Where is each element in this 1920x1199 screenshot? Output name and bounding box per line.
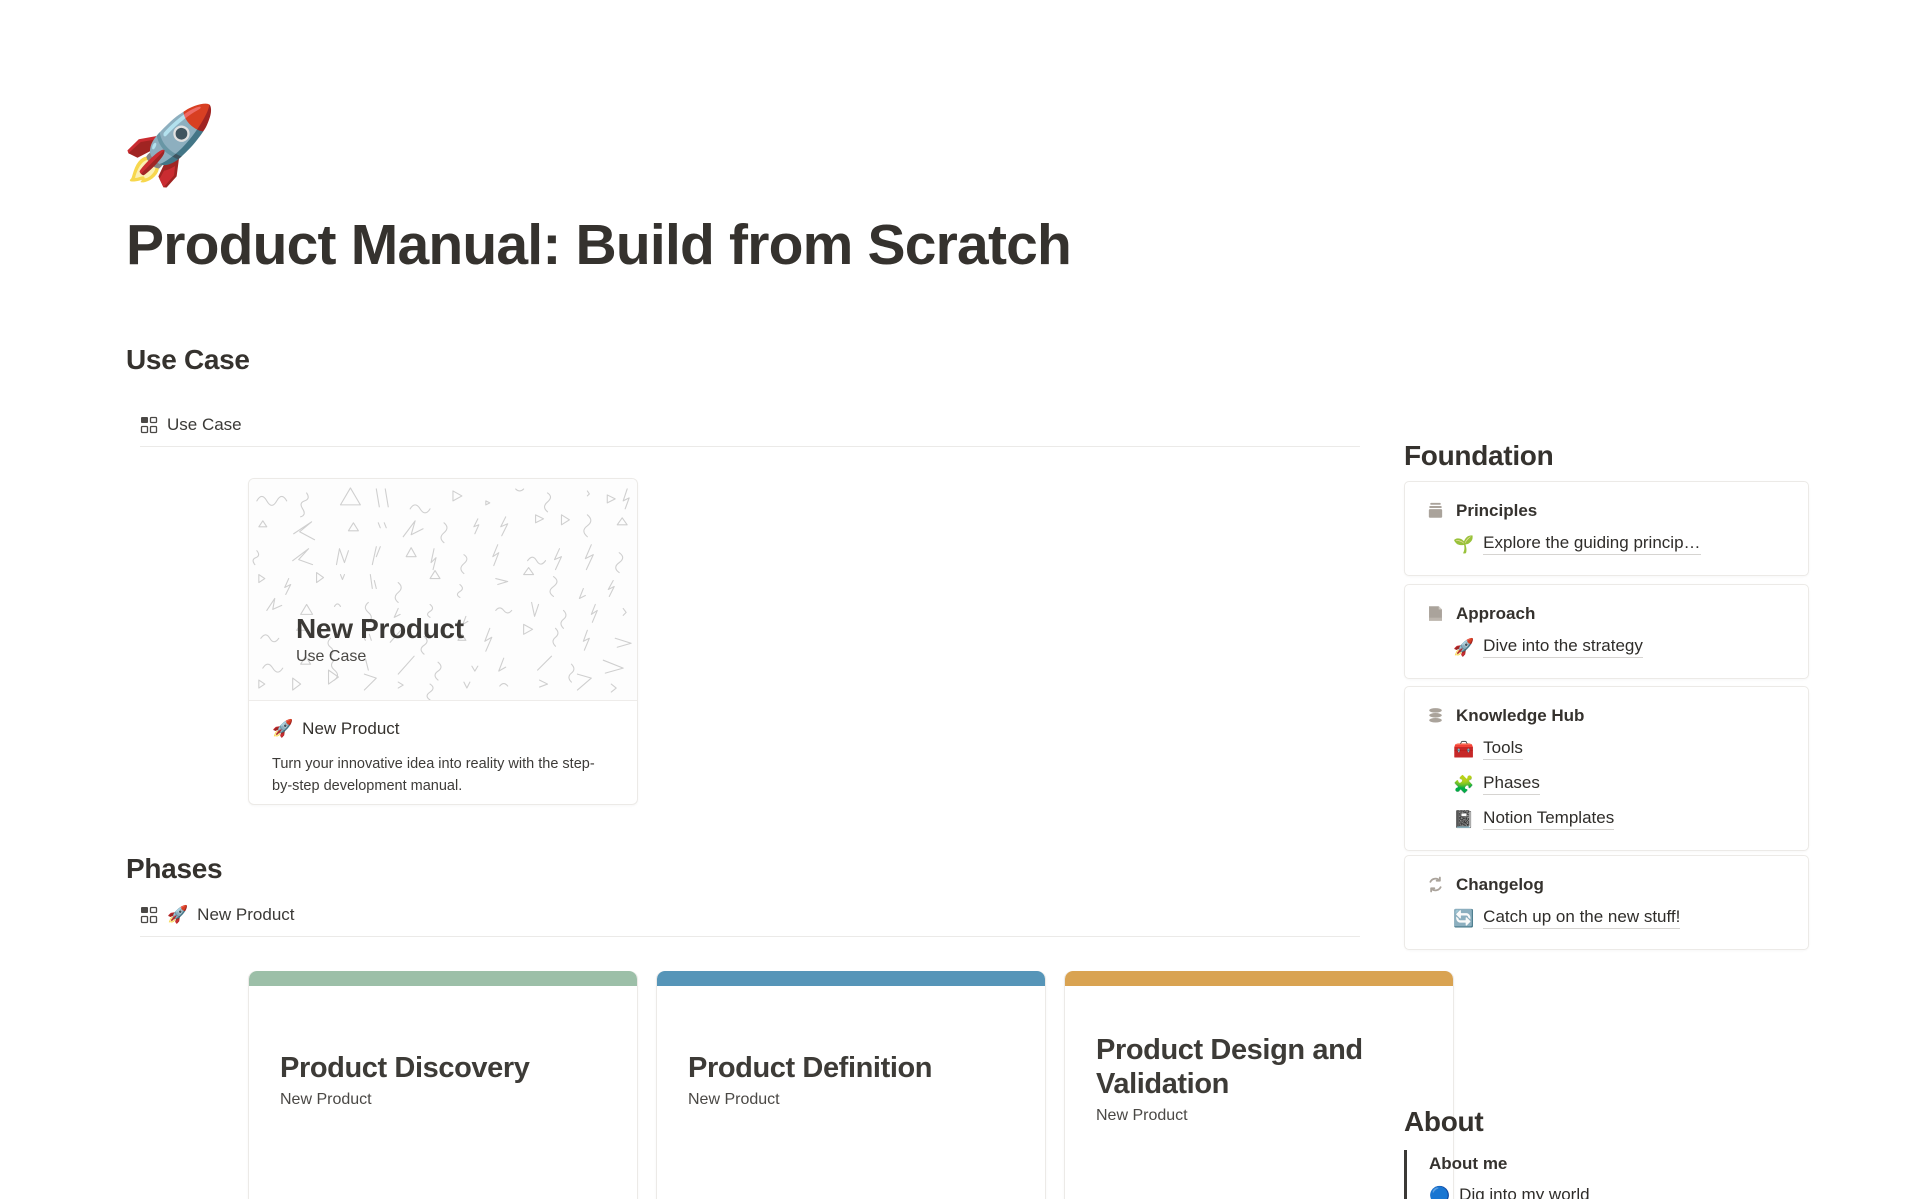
phase-title: Product Discovery (280, 1052, 530, 1084)
database-stack-icon (1426, 706, 1445, 725)
callout-link-label: Dig into my world (1459, 1185, 1589, 1199)
database-view-label: Use Case (167, 415, 242, 434)
callout-link[interactable]: 🔵 Dig into my world (1429, 1185, 1809, 1199)
database-header-use-case[interactable]: Use Case (140, 415, 1360, 447)
phase-subtitle: New Product (688, 1090, 780, 1108)
section-heading-about: About (1404, 1106, 1484, 1137)
notebook-icon: 📓 (1453, 809, 1475, 829)
sidebar-card-title: Changelog (1456, 875, 1544, 894)
archive-box-icon (1426, 501, 1445, 520)
rocket-icon: 🚀 (1453, 637, 1475, 657)
phase-color-bar (657, 971, 1045, 986)
sidebar-link[interactable]: 🧰 Tools (1453, 738, 1787, 760)
document-icon (1426, 604, 1445, 623)
sidebar-card-changelog[interactable]: Changelog 🔄 Catch up on the new stuff! (1404, 855, 1809, 950)
sidebar-link-label: Catch up on the new stuff! (1483, 907, 1681, 929)
main-content-column: 🚀 Product Manual: Build from Scratch Use… (122, 0, 1454, 1199)
rocket-icon: 🚀 (167, 905, 189, 924)
phase-color-bar (249, 971, 637, 986)
sidebar-link-label: Notion Templates (1483, 808, 1615, 830)
sidebar-card-title: Principles (1456, 501, 1538, 520)
phase-card[interactable]: Product Definition New Product (656, 971, 1046, 1199)
sidebar-card-title: Approach (1456, 604, 1536, 623)
page-title: Product Manual: Build from Scratch (126, 213, 1072, 277)
sidebar-link-label: Explore the guiding princip… (1483, 533, 1701, 555)
phase-card-row: Product Discovery New Product Product De… (248, 971, 1454, 1199)
section-heading-use-case: Use Case (126, 344, 250, 375)
phase-card[interactable]: Product Design and Validation New Produc… (1064, 971, 1454, 1199)
sidebar-card-knowledge-hub[interactable]: Knowledge Hub 🧰 Tools 🧩 Phases 📓 Notion … (1404, 686, 1809, 851)
sidebar-link[interactable]: 🌱 Explore the guiding princip… (1453, 533, 1787, 555)
sidebar-card-principles[interactable]: Principles 🌱 Explore the guiding princip… (1404, 481, 1809, 576)
seedling-icon: 🌱 (1453, 534, 1475, 554)
sidebar-card-title-row: Changelog (1426, 875, 1787, 894)
card-cover-image: New Product Use Case (249, 479, 637, 701)
phase-color-bar (1065, 971, 1453, 986)
phase-subtitle: New Product (280, 1090, 372, 1108)
cover-title: New Product (296, 612, 464, 644)
phase-subtitle: New Product (1096, 1106, 1188, 1124)
gallery-grid-icon (140, 416, 158, 434)
sync-refresh-icon (1426, 875, 1445, 894)
puzzle-piece-icon: 🧩 (1453, 774, 1475, 794)
card-title-row: 🚀 New Product (272, 719, 614, 739)
phase-title: Product Design and Validation (1096, 1034, 1363, 1100)
sidebar-card-title-row: Approach (1426, 604, 1787, 623)
card-description: Turn your innovative idea into reality w… (272, 756, 595, 795)
use-case-gallery-card[interactable]: New Product Use Case 🚀 New Product Turn … (248, 478, 638, 805)
sidebar-link-label: Phases (1483, 773, 1540, 795)
sidebar-card-title-row: Principles (1426, 501, 1787, 520)
sidebar-link[interactable]: 🧩 Phases (1453, 773, 1787, 795)
card-body: 🚀 New Product Turn your innovative idea … (249, 701, 637, 797)
sidebar-card-title: Knowledge Hub (1456, 706, 1585, 725)
section-heading-phases: Phases (126, 853, 223, 884)
cover-text-block: New Product Use Case (296, 613, 464, 666)
sidebar-card-approach[interactable]: Approach 🚀 Dive into the strategy (1404, 584, 1809, 679)
section-heading-foundation: Foundation (1404, 440, 1554, 471)
sidebar-link[interactable]: 📓 Notion Templates (1453, 808, 1787, 830)
rocket-icon: 🚀 (272, 719, 294, 738)
blue-circle-icon: 🔵 (1429, 1185, 1451, 1199)
sidebar-link[interactable]: 🚀 Dive into the strategy (1453, 636, 1787, 658)
database-view-label: New Product (197, 905, 295, 924)
about-me-callout: About me 🔵 Dig into my world (1404, 1150, 1809, 1199)
sidebar-link-label: Dive into the strategy (1483, 636, 1643, 658)
sidebar-link[interactable]: 🔄 Catch up on the new stuff! (1453, 907, 1787, 929)
cover-subtitle: Use Case (296, 648, 367, 665)
gallery-grid-icon (140, 906, 158, 924)
counterclockwise-arrows-icon: 🔄 (1453, 908, 1475, 928)
sidebar-card-title-row: Knowledge Hub (1426, 706, 1787, 725)
phase-card[interactable]: Product Discovery New Product (248, 971, 638, 1199)
toolbox-icon: 🧰 (1453, 739, 1475, 759)
page-emoji-icon[interactable]: 🚀 (122, 103, 217, 188)
callout-title: About me (1429, 1154, 1508, 1173)
card-title: New Product (302, 719, 400, 738)
sidebar-link-label: Tools (1483, 738, 1523, 760)
phase-title: Product Definition (688, 1052, 933, 1084)
database-header-phases[interactable]: 🚀 New Product (140, 905, 1360, 937)
